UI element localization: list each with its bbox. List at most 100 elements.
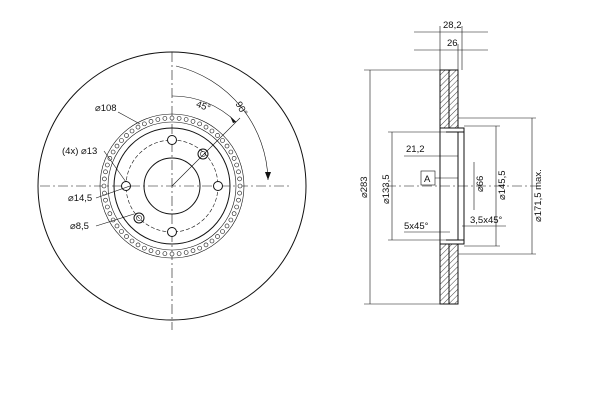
leader-pcd [117, 111, 141, 125]
angle-90-arc [175, 65, 269, 181]
vent-hole [101, 183, 107, 189]
vent-hole [236, 169, 241, 175]
vent-ring-inner [107, 121, 237, 251]
vent-hole [114, 143, 120, 149]
label-disc-width: 26 [447, 38, 458, 49]
vent-hole [220, 138, 225, 143]
vent-hole [237, 190, 242, 196]
vent-hole [197, 121, 202, 127]
vent-hole [169, 115, 175, 121]
vent-hole [176, 116, 182, 121]
vent-hole [209, 128, 215, 134]
vent-hole [183, 250, 189, 255]
vent-hole [124, 234, 129, 239]
bolt-holes [121, 135, 223, 237]
bolt-hole [167, 227, 177, 237]
vent-hole [105, 204, 110, 210]
label-bore: ⌀14,5 [68, 193, 92, 204]
label-datum: A [424, 174, 431, 185]
vent-hole [220, 229, 225, 234]
vent-hole [119, 229, 124, 234]
vent-hole [162, 251, 168, 256]
leader-pin [95, 213, 135, 227]
vent-hole [114, 223, 120, 229]
label-offset: 21,2 [406, 144, 425, 155]
vent-hole [231, 156, 237, 161]
locating-hole-upper [197, 148, 209, 160]
vent-hole [119, 138, 124, 143]
leader-bore [95, 185, 131, 199]
vent-hole [129, 238, 135, 244]
vent-hole [234, 204, 239, 210]
vent-hole [135, 242, 141, 248]
vent-hole [103, 169, 108, 175]
vent-hole [234, 162, 239, 168]
vent-hole [169, 251, 175, 257]
vent-hole [224, 143, 230, 149]
vent-hole [197, 245, 202, 251]
vent-hole [142, 121, 147, 127]
outer-rim [37, 51, 307, 321]
angle-45-leader [171, 117, 241, 187]
vent-hole [103, 197, 108, 203]
bolt-hole [213, 181, 223, 191]
vent-hole [190, 248, 196, 253]
label-angle-45: 45° [195, 99, 212, 114]
label-outer-diameter: ⌀283 [359, 176, 370, 198]
label-holes: (4x) ⌀13 [62, 146, 97, 157]
vent-hole [148, 248, 154, 253]
label-inner-diameter: ⌀133,5 [381, 175, 392, 205]
label-chamfer-left: 5x45° [404, 221, 429, 232]
vent-hole [124, 133, 129, 138]
vent-ring-outer [99, 113, 245, 259]
label-center-bore: ⌀66 [475, 176, 486, 192]
vent-hole [176, 251, 182, 256]
hub-circle [113, 127, 231, 245]
leader-holes [103, 150, 127, 183]
vent-hole [236, 197, 241, 203]
vent-hole [129, 128, 135, 134]
label-pin: ⌀8,5 [70, 221, 89, 232]
vent-hole [135, 124, 141, 130]
vent-hole [228, 149, 234, 155]
locating-hole-upper-inner [200, 151, 206, 157]
vent-hole [215, 133, 220, 138]
vent-hole [203, 242, 209, 248]
vent-hole [110, 149, 116, 155]
label-pcd: ⌀108 [95, 103, 117, 114]
locating-hole-lower-inner [136, 215, 142, 221]
vent-hole [107, 211, 113, 216]
vent-hole [107, 156, 113, 161]
bolt-hole [167, 135, 177, 145]
angle-arrow-2 [230, 116, 236, 123]
label-max-diameter: ⌀171,5 max. [533, 169, 544, 222]
vent-hole [162, 116, 168, 121]
vent-hole [237, 176, 242, 182]
label-total-width: 28,2 [443, 20, 462, 31]
vent-hole [190, 119, 196, 124]
vent-hole [228, 217, 234, 223]
locating-hole-lower [133, 212, 145, 224]
vent-hole [102, 176, 107, 182]
vent-hole [155, 250, 161, 255]
label-chamfer-right: 3,5x45° [470, 215, 503, 226]
angle-arrow-1 [265, 172, 271, 180]
hub-profile [439, 127, 465, 245]
center-bore [143, 157, 201, 215]
vent-hole [209, 238, 215, 244]
vent-hole [231, 211, 237, 216]
vent-hole [183, 117, 189, 122]
vent-hole [237, 183, 243, 189]
vent-holes [101, 115, 243, 257]
vent-hole [203, 124, 209, 130]
front-view: ⌀108 (4x) ⌀13 ⌀14,5 ⌀8,5 45° 90° [37, 51, 307, 330]
vent-hole [215, 234, 220, 239]
side-view: 28,2 26 ⌀283 ⌀133,5 21,2 A ⌀66 ⌀145,5 ⌀1… [359, 20, 544, 305]
vent-hole [155, 117, 161, 122]
label-hub-diameter: ⌀145,5 [497, 171, 508, 201]
vent-hole [148, 119, 154, 124]
vent-hole [105, 162, 110, 168]
vent-hole [224, 223, 230, 229]
vent-hole [142, 245, 147, 251]
